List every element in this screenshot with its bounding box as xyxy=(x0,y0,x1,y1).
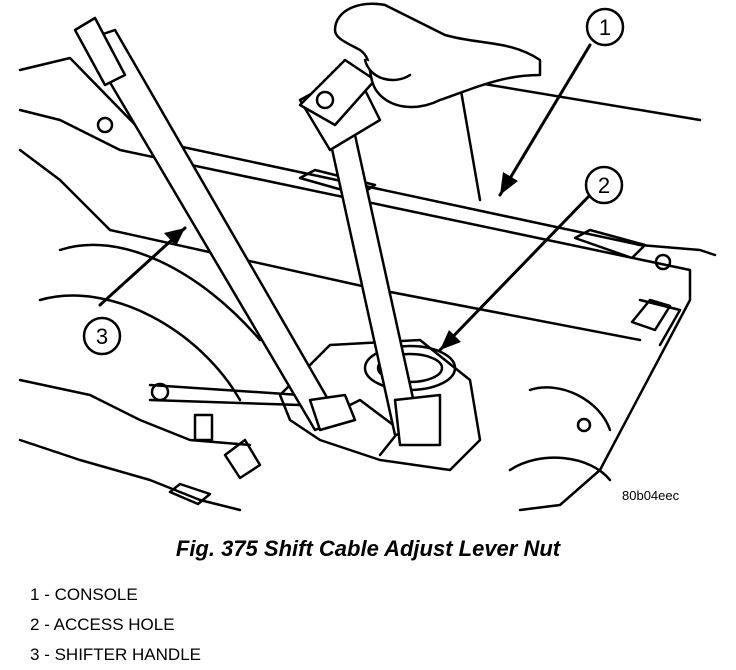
legend-item: 1 - CONSOLE xyxy=(30,580,201,610)
console-body xyxy=(18,56,717,512)
console-screws xyxy=(96,116,672,433)
legend-number: 2 xyxy=(30,615,40,634)
callout-3: 3 xyxy=(82,316,122,356)
legend-separator: - xyxy=(39,585,55,604)
callout-3-number: 3 xyxy=(96,324,108,349)
legend-text: ACCESS HOLE xyxy=(53,615,175,634)
callout-2: 2 xyxy=(584,165,624,205)
console-slots xyxy=(168,168,672,506)
legend: 1 - CONSOLE 2 - ACCESS HOLE 3 - SHIFTER … xyxy=(30,580,201,670)
legend-item: 2 - ACCESS HOLE xyxy=(30,610,201,640)
legend-text: CONSOLE xyxy=(54,585,138,604)
callout-arrows xyxy=(98,43,592,352)
shifter-handle xyxy=(73,16,357,432)
legend-text: SHIFTER HANDLE xyxy=(54,645,201,664)
callout-1: 1 xyxy=(585,7,625,47)
technician-hand xyxy=(333,2,542,109)
legend-separator: - xyxy=(39,615,54,634)
shift-cable-illustration: 1 2 3 xyxy=(18,2,717,512)
figure-code: 80b04eec xyxy=(622,488,680,503)
legend-number: 3 xyxy=(30,645,40,664)
legend-number: 1 xyxy=(30,585,40,604)
legend-item: 3 - SHIFTER HANDLE xyxy=(30,640,201,670)
arrowheads xyxy=(164,172,518,350)
callout-2-number: 2 xyxy=(598,173,610,198)
callout-1-number: 1 xyxy=(599,15,611,40)
legend-separator: - xyxy=(39,645,55,664)
figure-caption: Fig. 375 Shift Cable Adjust Lever Nut xyxy=(175,536,561,561)
